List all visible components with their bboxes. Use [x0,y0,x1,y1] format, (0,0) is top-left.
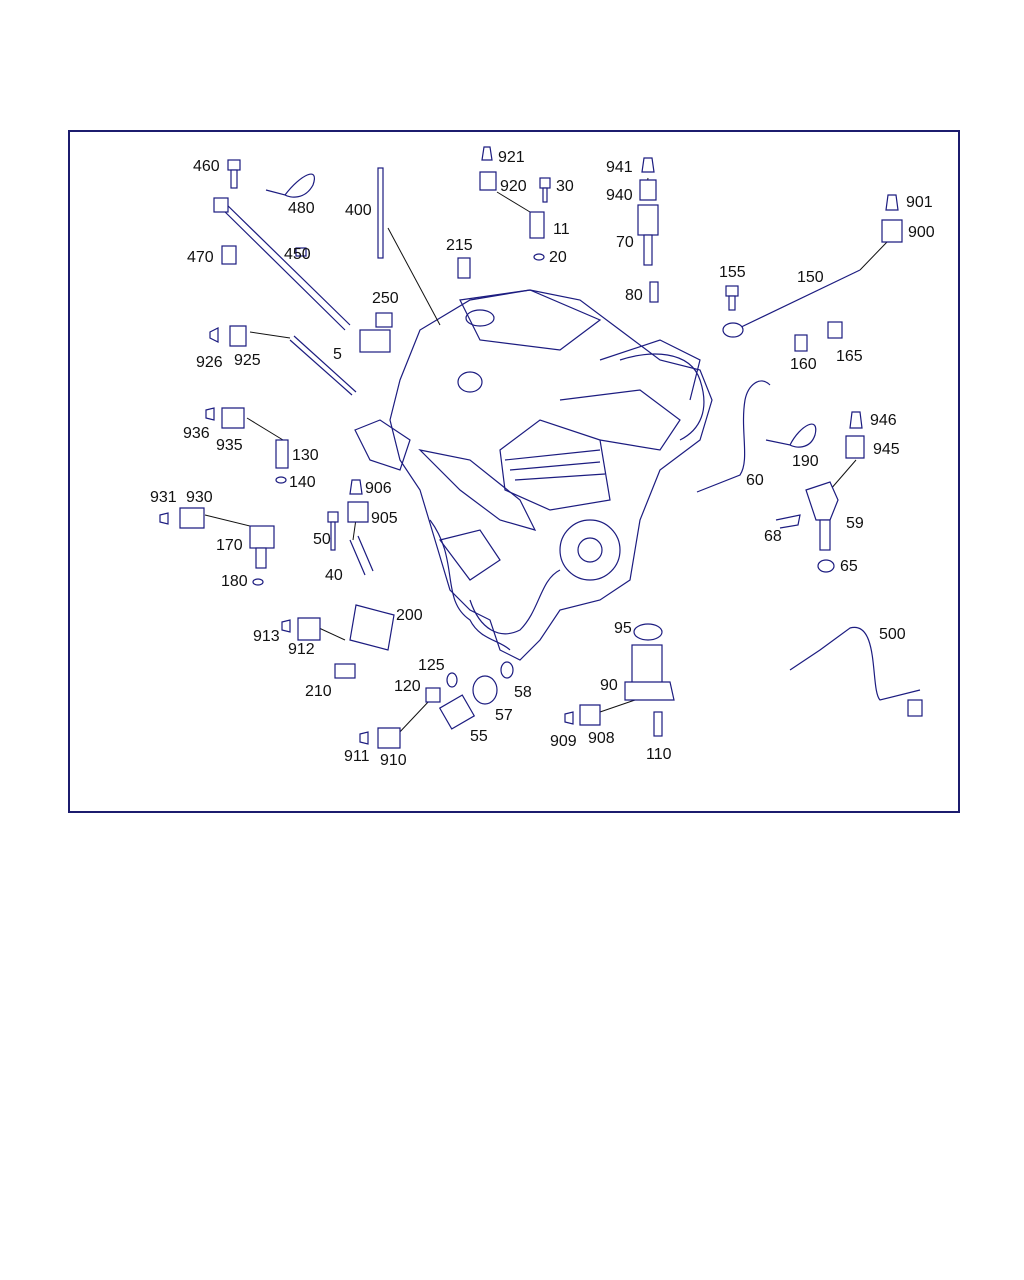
part-label[interactable]: 908 [588,730,615,747]
part-label[interactable]: 925 [234,352,261,369]
part-label[interactable]: 180 [221,573,248,590]
part-label[interactable]: 946 [870,412,897,429]
part-label[interactable]: 470 [187,249,214,266]
part-label[interactable]: 55 [470,728,488,745]
part-label[interactable]: 940 [606,187,633,204]
part-label[interactable]: 910 [380,752,407,769]
part-label[interactable]: 160 [790,356,817,373]
part-label[interactable]: 65 [840,558,858,575]
part-label[interactable]: 905 [371,510,398,527]
part-label[interactable]: 11 [553,221,570,238]
part-label[interactable]: 500 [879,626,906,643]
part-label[interactable]: 190 [792,453,819,470]
part-label[interactable]: 130 [292,447,319,464]
part-label[interactable]: 215 [446,237,473,254]
part-label[interactable]: 941 [606,159,633,176]
part-label[interactable]: 70 [616,234,634,251]
part-label[interactable]: 60 [746,472,764,489]
part-label[interactable]: 909 [550,733,577,750]
part-label[interactable]: 30 [556,178,574,195]
part-label[interactable]: 50 [313,531,331,548]
part-label[interactable]: 59 [846,515,864,532]
part-label[interactable]: 400 [345,202,372,219]
part-label[interactable]: 945 [873,441,900,458]
part-label[interactable]: 935 [216,437,243,454]
part-label[interactable]: 200 [396,607,423,624]
part-label[interactable]: 155 [719,264,746,281]
part-label[interactable]: 250 [372,290,399,307]
part-label[interactable]: 170 [216,537,243,554]
part-label[interactable]: 936 [183,425,210,442]
part-label[interactable]: 57 [495,707,513,724]
part-label[interactable]: 58 [514,684,532,701]
part-label[interactable]: 68 [764,528,782,545]
part-label[interactable]: 165 [836,348,863,365]
part-label[interactable]: 140 [289,474,316,491]
engine-assembly [354,289,713,661]
part-label[interactable]: 5 [333,346,342,363]
part-label[interactable]: 480 [288,200,315,217]
part-label[interactable]: 911 [344,748,370,765]
part-label[interactable]: 912 [288,641,315,658]
part-label[interactable]: 80 [625,287,643,304]
part-label[interactable]: 920 [500,178,527,195]
part-label[interactable]: 926 [196,354,223,371]
part-label[interactable]: 90 [600,677,618,694]
part-label[interactable]: 913 [253,628,280,645]
part-label[interactable]: 906 [365,480,392,497]
part-label[interactable]: 921 [498,149,525,166]
part-label[interactable]: 40 [325,567,343,584]
part-label[interactable]: 900 [908,224,935,241]
part-label[interactable]: 901 [906,194,933,211]
part-label[interactable]: 210 [305,683,332,700]
part-label[interactable]: 120 [394,678,421,695]
part-label[interactable]: 125 [418,657,445,674]
part-label[interactable]: 460 [193,158,220,175]
part-label[interactable]: 930 [186,489,213,506]
part-label[interactable]: 95 [614,620,632,637]
part-label[interactable]: 150 [797,269,824,286]
part-label[interactable]: 450 [284,246,311,263]
part-label[interactable]: 931 [150,489,177,506]
diagram-frame [68,130,960,813]
part-label[interactable]: 110 [646,746,672,763]
part-label[interactable]: 20 [549,249,567,266]
